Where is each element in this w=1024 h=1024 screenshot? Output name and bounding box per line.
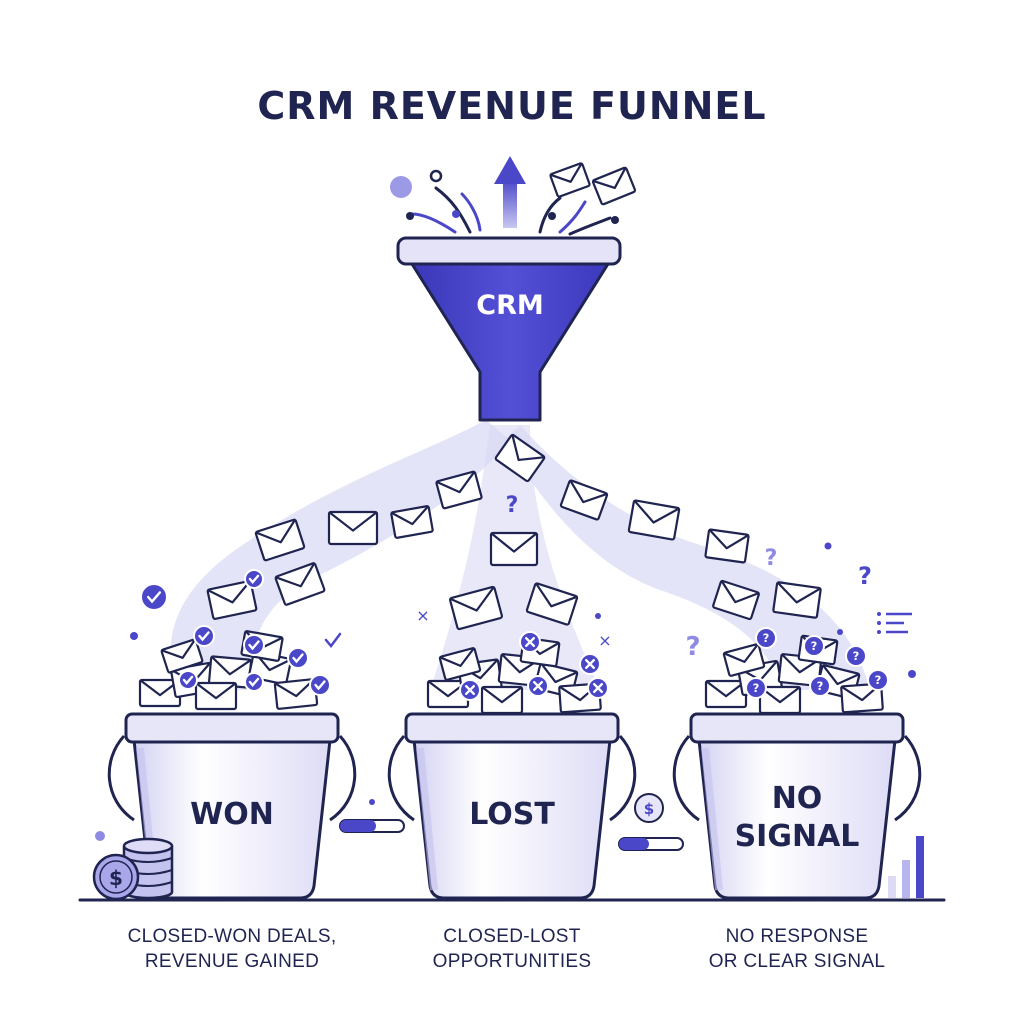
crm-funnel: CRM [396, 236, 622, 422]
svg-text:?: ? [506, 493, 519, 518]
svg-text:?: ? [811, 639, 818, 653]
envelope-icon [160, 638, 204, 674]
svg-text:?: ? [853, 649, 860, 663]
svg-text:$: $ [109, 866, 123, 890]
dot-icon [390, 176, 412, 198]
stream-to-no-signal [505, 425, 870, 690]
question-badge-icon: ? [845, 645, 867, 667]
envelope-icon [772, 581, 822, 619]
envelope-icon [273, 678, 319, 710]
envelope-icon [489, 531, 539, 567]
caption-won: CLOSED-WON DEALS, REVENUE GAINED [82, 924, 382, 974]
progress-bar-icon [339, 819, 405, 833]
bucket-label-won: WON [190, 797, 274, 832]
envelope-icon [591, 166, 637, 206]
decorations: $ $ [92, 493, 924, 901]
check-badge-icon [243, 634, 265, 656]
funnel-inflow [390, 156, 619, 236]
svg-text:?: ? [763, 631, 770, 645]
x-badge-icon [587, 677, 609, 699]
x-badge-icon [527, 675, 549, 697]
x-badge-icon [519, 631, 541, 653]
funnel-label: CRM [476, 290, 543, 321]
envelope-icon [327, 510, 379, 546]
question-badge-icon: ? [745, 677, 767, 699]
envelope-icon [494, 433, 546, 483]
svg-text:?: ? [753, 681, 760, 695]
envelope-icon [627, 499, 681, 541]
x-badge-icon [579, 653, 601, 675]
stream-to-won [170, 420, 511, 690]
progress-bar-icon [618, 837, 684, 851]
caption-line: CLOSED-LOST [443, 926, 581, 947]
check-badge-icon [309, 674, 331, 696]
caption-line: OPPORTUNITIES [432, 951, 592, 972]
svg-text:×: × [598, 631, 611, 650]
caption-line: OR CLEAR SIGNAL [708, 951, 886, 972]
check-badge-icon [287, 647, 309, 669]
question-badge-icon: ? [867, 669, 889, 691]
page-title: CRM REVENUE FUNNEL [257, 84, 767, 128]
bucket-label-no-signal: NO SIGNAL [697, 780, 897, 856]
check-badge-icon [140, 583, 168, 611]
bucket-label-line: NO [771, 781, 823, 816]
funnel-rim [396, 236, 622, 266]
envelope-icon [254, 518, 306, 562]
caption-lost: CLOSED-LOST OPPORTUNITIES [362, 924, 662, 974]
svg-text:?: ? [858, 562, 872, 590]
envelope-icon [448, 585, 504, 631]
bucket-label-lost: LOST [469, 797, 555, 832]
coin-icon: $ [634, 793, 664, 823]
envelope-icon [390, 505, 434, 539]
caption-line: REVENUE GAINED [144, 951, 320, 972]
envelope-icon [274, 562, 326, 606]
svg-text:?: ? [685, 632, 700, 662]
arrow-up-icon [494, 156, 526, 184]
envelope-icon [438, 647, 482, 681]
caption-line: CLOSED-WON DEALS, [127, 926, 337, 947]
x-badge-icon [459, 679, 481, 701]
check-badge-icon [244, 672, 264, 692]
envelope-icon [480, 685, 524, 715]
bucket-lost [387, 712, 637, 900]
check-badge-icon [244, 569, 264, 589]
list-icon [877, 612, 912, 634]
envelope-group [138, 162, 884, 715]
question-badge-icon: ? [809, 675, 831, 697]
caption-no-signal: NO RESPONSE OR CLEAR SIGNAL [647, 924, 947, 974]
badge-group: ?????? [140, 569, 889, 701]
check-badge-icon [178, 670, 198, 690]
bucket-label-line: SIGNAL [734, 819, 860, 854]
envelope-icon [435, 470, 483, 510]
envelope-icon [194, 681, 238, 711]
envelope-icon [704, 528, 750, 564]
envelope-icon [559, 479, 609, 521]
envelope-icon [525, 582, 579, 626]
envelope-icon [722, 643, 766, 677]
funnel-cone [410, 262, 610, 422]
svg-text:?: ? [817, 679, 824, 693]
svg-text:?: ? [765, 546, 778, 571]
envelope-icon [758, 685, 802, 715]
bucket-no-signal [672, 712, 922, 900]
coin-icon: $ [92, 853, 140, 901]
check-badge-icon [193, 625, 215, 647]
envelope-icon [549, 162, 591, 198]
question-badge-icon: ? [803, 635, 825, 657]
question-badge-icon: ? [755, 627, 777, 649]
arrow-up-icon-stem [503, 180, 517, 228]
bucket-group [107, 712, 922, 900]
caption-line: NO RESPONSE [725, 926, 869, 947]
envelope-icon [712, 579, 760, 621]
svg-text:$: $ [644, 800, 654, 818]
svg-text:?: ? [875, 673, 882, 687]
svg-text:×: × [416, 606, 429, 625]
bar-chart-icon [888, 836, 924, 898]
envelope-icon [206, 580, 258, 620]
